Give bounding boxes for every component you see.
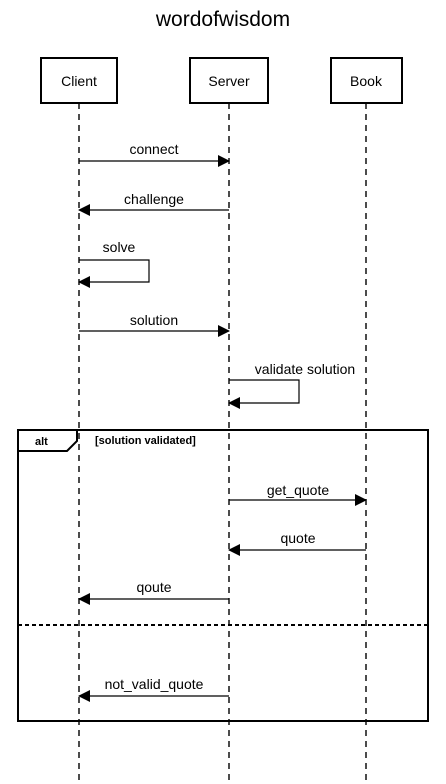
diagram-title: wordofwisdom [155,8,290,31]
message-connect: connect [79,141,230,167]
actor-client-label: Client [61,73,97,89]
actor-server-label: Server [208,73,250,89]
message-challenge: challenge [78,191,229,216]
message-validate-solution-label: validate solution [255,361,355,377]
message-validate-solution-arrow [228,379,300,409]
message-solve-arrow [78,259,150,288]
alt-guard-label: [solution validated] [95,435,196,447]
message-validate-solution: validate solution [228,361,355,409]
actor-client: Client [40,57,118,104]
message-solution: solution [79,312,230,337]
actor-server: Server [189,57,269,104]
actor-book: Book [330,57,403,104]
message-get-quote: get_quote [229,482,367,506]
message-qoute-label: qoute [136,579,171,595]
alt-fragment: alt [solution validated] [17,429,429,722]
alt-fragment-tab [18,429,78,452]
actor-book-label: Book [350,73,383,89]
message-not-valid-quote: not_valid_quote [78,676,229,702]
message-quote: quote [228,530,366,556]
message-connect-label: connect [129,141,178,157]
alt-fragment-frame [17,429,429,722]
message-solve-label: solve [103,239,136,255]
message-solve: solve [78,239,150,288]
message-quote-label: quote [280,530,315,546]
message-get-quote-label: get_quote [267,482,329,498]
message-qoute: qoute [78,579,229,605]
message-not-valid-quote-label: not_valid_quote [105,676,204,692]
alt-operator-label: alt [35,436,48,448]
message-challenge-label: challenge [124,191,184,207]
message-solution-label: solution [130,312,178,328]
